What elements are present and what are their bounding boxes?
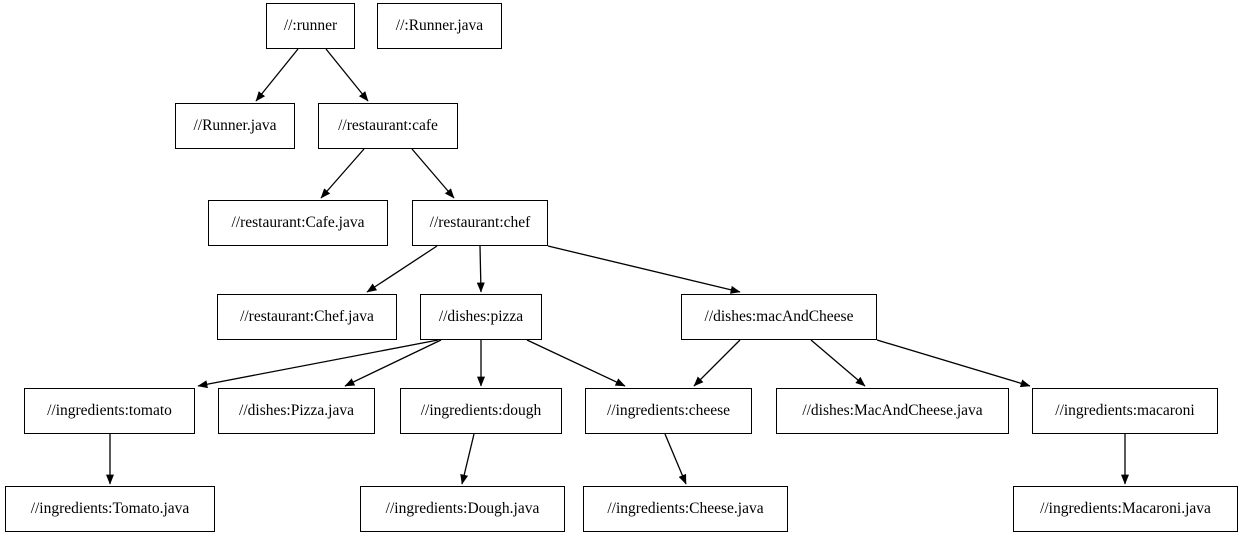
graph-node-label: //ingredients:Dough.java [385,500,540,518]
graph-node-dishes_mac[interactable]: //dishes:macAndCheese [681,294,877,340]
graph-node-restaurant_chef[interactable]: //restaurant:chef [412,200,548,246]
graph-node-label: //:Runner.java [395,17,484,35]
graph-node-label: //ingredients:macaroni [1055,402,1195,420]
graph-node-label: //restaurant:Chef.java [240,308,374,326]
graph-node-restaurant_cafe[interactable]: //restaurant:cafe [318,103,458,149]
graph-node-label: //ingredients:dough [420,402,542,420]
graph-node-label: //restaurant:Cafe.java [231,214,365,232]
graph-node-label: //ingredients:tomato [47,402,172,420]
graph-node-mac_java[interactable]: //dishes:MacAndCheese.java [776,388,1009,434]
graph-node-tomato_java[interactable]: //ingredients:Tomato.java [5,486,215,532]
graph-node-chef_java[interactable]: //restaurant:Chef.java [217,294,397,340]
graph-node-label: //ingredients:Macaroni.java [1040,500,1211,518]
graph-node-runner[interactable]: //:runner [266,3,355,49]
graph-node-macaroni_java[interactable]: //ingredients:Macaroni.java [1013,486,1238,532]
graph-node-pizza_java[interactable]: //dishes:Pizza.java [218,388,375,434]
graph-node-label: //dishes:pizza [438,308,524,326]
graph-node-label: //ingredients:Cheese.java [607,500,764,518]
graph-node-dishes_pizza[interactable]: //dishes:pizza [420,294,542,340]
graph-node-label: //ingredients:cheese [606,402,731,420]
graph-node-runner_java[interactable]: //Runner.java [175,103,295,149]
graph-node-ing_cheese[interactable]: //ingredients:cheese [585,388,752,434]
graph-node-label: //Runner.java [193,117,277,135]
graph-node-cafe_java[interactable]: //restaurant:Cafe.java [208,200,388,246]
graph-node-ing_macaroni[interactable]: //ingredients:macaroni [1032,388,1218,434]
graph-node-cheese_java[interactable]: //ingredients:Cheese.java [583,486,788,532]
graph-node-ing_tomato[interactable]: //ingredients:tomato [24,388,195,434]
graph-node-label: //ingredients:Tomato.java [30,500,190,518]
graph-node-label: //dishes:Pizza.java [239,402,354,420]
graph-node-label: //:runner [283,17,338,35]
graph-node-ing_dough[interactable]: //ingredients:dough [400,388,562,434]
graph-node-label: //dishes:macAndCheese [704,308,854,326]
graph-node-label: //dishes:MacAndCheese.java [802,402,983,420]
graph-node-dough_java[interactable]: //ingredients:Dough.java [360,486,565,532]
graph-node-root_runner_java[interactable]: //:Runner.java [377,3,502,49]
graph-node-label: //restaurant:cafe [338,117,438,135]
graph-node-label: //restaurant:chef [429,214,531,232]
